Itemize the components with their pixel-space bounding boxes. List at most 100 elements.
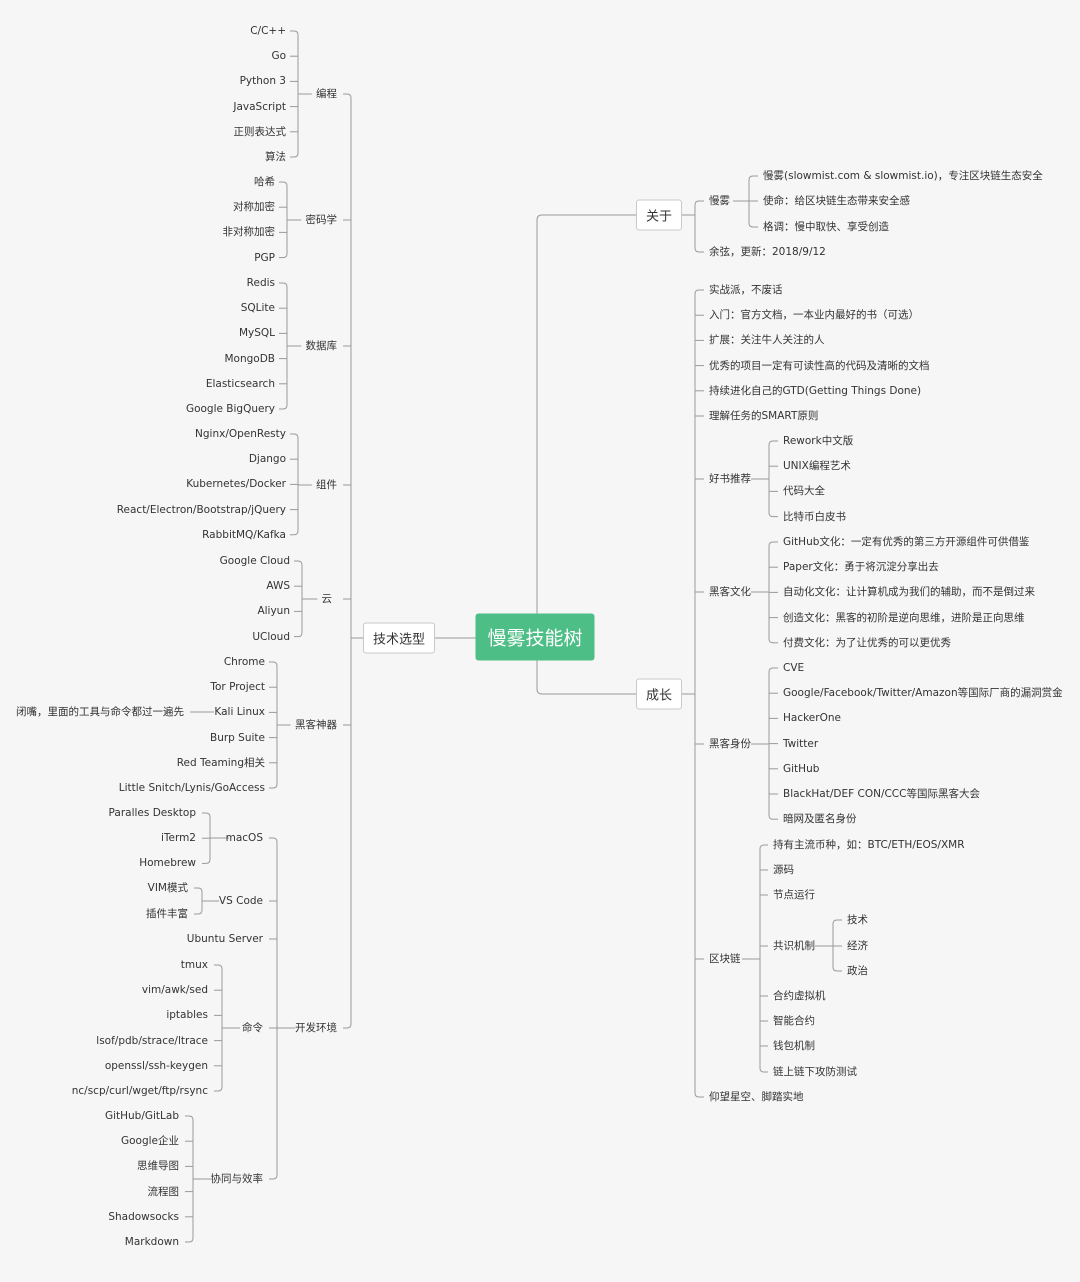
leaf-node[interactable]: Burp Suite <box>210 731 265 744</box>
leaf-node[interactable]: UNIX编程艺术 <box>783 460 851 473</box>
leaf-node[interactable]: 技术 <box>847 914 868 926</box>
leaf-node[interactable]: 合约虚拟机 <box>773 990 826 1002</box>
leaf-node[interactable]: Kali Linux <box>214 706 265 719</box>
leaf-node[interactable]: 钱包机制 <box>773 1040 815 1052</box>
leaf-node[interactable]: Red Teaming相关 <box>176 756 265 769</box>
subgroup-label[interactable]: 区块链 <box>709 953 741 965</box>
leaf-node[interactable]: Paralles Desktop <box>108 807 196 819</box>
leaf-node[interactable]: Tor Project <box>210 681 265 694</box>
root-node[interactable]: 慢雾技能树 <box>475 613 595 661</box>
leaf-node[interactable]: Ubuntu Server <box>186 933 263 945</box>
leaf-node[interactable]: RabbitMQ/Kafka <box>202 528 286 541</box>
leaf-node[interactable]: 经济 <box>847 940 868 952</box>
leaf-node[interactable]: HackerOne <box>783 712 841 725</box>
leaf-node[interactable]: Little Snitch/Lynis/GoAccess <box>118 782 265 794</box>
leaf-node[interactable]: Elasticsearch <box>205 377 275 390</box>
leaf-node[interactable]: MongoDB <box>224 352 275 365</box>
leaf-node[interactable]: 流程图 <box>147 1185 180 1198</box>
leaf-node[interactable]: SQLite <box>240 302 275 315</box>
branch-growth[interactable]: 成长 <box>635 678 683 710</box>
leaf-node[interactable]: 付费文化：为了让优秀的可以更优秀 <box>783 636 951 649</box>
leaf-node[interactable]: Rework中文版 <box>783 435 854 447</box>
leaf-node[interactable]: Aliyun <box>257 605 290 618</box>
leaf-node[interactable]: GitHub文化：一定有优秀的第三方开源组件可供借鉴 <box>783 536 1030 548</box>
leaf-node[interactable]: 自动化文化：让计算机成为我们的辅助，而不是倒过来 <box>783 586 1035 599</box>
group-label[interactable]: 开发环境 <box>295 1022 337 1034</box>
leaf-node[interactable]: JavaScript <box>233 100 286 113</box>
leaf-node[interactable]: 使命：给区块链生态带来安全感 <box>763 195 910 207</box>
leaf-node[interactable]: 格调：慢中取快、享受创造 <box>763 221 889 233</box>
leaf-node[interactable]: 政治 <box>847 965 868 977</box>
leaf-node[interactable]: lsof/pdb/strace/ltrace <box>96 1034 208 1047</box>
leaf-node[interactable]: UCloud <box>252 630 290 643</box>
leaf-node[interactable]: 思维导图 <box>137 1160 179 1173</box>
leaf-node[interactable]: MySQL <box>238 327 275 340</box>
subgroup-label[interactable]: 共识机制 <box>773 940 815 952</box>
subgroup-label[interactable]: macOS <box>225 832 263 844</box>
leaf-node[interactable]: PGP <box>254 251 275 264</box>
leaf-node[interactable]: Twitter <box>783 737 819 750</box>
leaf-node[interactable]: Kubernetes/Docker <box>186 478 286 491</box>
leaf-node[interactable]: iTerm2 <box>160 832 196 845</box>
leaf-node[interactable]: 比特币白皮书 <box>783 510 846 523</box>
leaf-node[interactable]: GitHub/GitLab <box>104 1110 179 1122</box>
leaf-node[interactable]: Google/Facebook/Twitter/Amazon等国际厂商的漏洞赏金 <box>783 687 1063 700</box>
subgroup-label[interactable]: VS Code <box>218 895 263 907</box>
subgroup-label[interactable]: 协同与效率 <box>210 1173 264 1185</box>
leaf-node[interactable]: AWS <box>266 580 290 593</box>
leaf-node[interactable]: tmux <box>180 959 208 971</box>
leaf-node[interactable]: VIM模式 <box>147 882 188 894</box>
group-label[interactable]: 编程 <box>316 88 337 100</box>
leaf-node[interactable]: 插件丰富 <box>146 908 188 920</box>
subgroup-label[interactable]: 命令 <box>242 1022 263 1034</box>
leaf-node[interactable]: 对称加密 <box>233 201 275 214</box>
leaf-node[interactable]: 持续进化自己的GTD(Getting Things Done) <box>709 384 922 397</box>
leaf-node[interactable]: Markdown <box>124 1236 179 1248</box>
leaf-node[interactable]: 智能合约 <box>773 1015 815 1027</box>
branch-tech-selection[interactable]: 技术选型 <box>362 622 436 654</box>
leaf-node[interactable]: 持有主流币种，如：BTC/ETH/EOS/XMR <box>773 839 965 851</box>
leaf-node[interactable]: BlackHat/DEF CON/CCC等国际黑客大会 <box>783 788 980 800</box>
leaf-node[interactable]: Paper文化：勇于将沉淀分享出去 <box>783 561 939 574</box>
leaf-node[interactable]: Redis <box>246 277 275 289</box>
leaf-node[interactable]: 理解任务的SMART原则 <box>709 410 819 422</box>
subgroup-label[interactable]: 好书推荐 <box>709 473 751 485</box>
leaf-node[interactable]: CVE <box>783 662 805 674</box>
group-label[interactable]: 云 <box>321 593 333 605</box>
leaf-node[interactable]: 代码大全 <box>783 485 825 498</box>
leaf-node[interactable]: Google企业 <box>120 1135 179 1148</box>
leaf-node[interactable]: 扩展：关注牛人关注的人 <box>709 334 825 347</box>
subgroup-label[interactable]: 慢雾 <box>709 195 730 207</box>
leaf-node[interactable]: Shadowsocks <box>108 1210 179 1223</box>
subgroup-label[interactable]: 黑客文化 <box>709 586 751 598</box>
group-label[interactable]: 组件 <box>316 479 337 491</box>
leaf-node[interactable]: C/C++ <box>250 25 286 37</box>
branch-about[interactable]: 关于 <box>635 199 683 231</box>
leaf-node[interactable]: 哈希 <box>254 176 275 188</box>
leaf-node[interactable]: GitHub <box>783 762 820 775</box>
leaf-node[interactable]: Nginx/OpenResty <box>195 428 286 440</box>
kali-note[interactable]: 闭嘴，里面的工具与命令都过一遍先 <box>16 706 184 718</box>
leaf-node[interactable]: Chrome <box>223 656 265 668</box>
leaf-node[interactable]: 余弦，更新：2018/9/12 <box>709 246 826 258</box>
leaf-node[interactable]: 源码 <box>773 864 794 876</box>
leaf-node[interactable]: 节点运行 <box>773 889 815 901</box>
leaf-node[interactable]: openssl/ssh-keygen <box>104 1059 208 1072</box>
leaf-node[interactable]: 非对称加密 <box>222 226 276 239</box>
leaf-node[interactable]: nc/scp/curl/wget/ftp/rsync <box>71 1085 208 1097</box>
leaf-node[interactable]: 暗网及匿名身份 <box>783 813 857 826</box>
leaf-node[interactable]: 入门：官方文档，一本业内最好的书（可选） <box>709 309 919 322</box>
leaf-node[interactable]: 正则表达式 <box>233 125 287 138</box>
group-label[interactable]: 密码学 <box>305 214 338 226</box>
leaf-node[interactable]: 实战派，不废话 <box>709 284 783 296</box>
leaf-node[interactable]: 慢雾(slowmist.com & slowmist.io)，专注区块链生态安全 <box>763 170 1043 182</box>
leaf-node[interactable]: 仰望星空、脚踏实地 <box>709 1091 804 1103</box>
leaf-node[interactable]: Django <box>248 453 286 466</box>
leaf-node[interactable]: Homebrew <box>139 857 196 870</box>
leaf-node[interactable]: 链上链下攻防测试 <box>773 1066 857 1078</box>
leaf-node[interactable]: React/Electron/Bootstrap/jQuery <box>116 503 286 516</box>
subgroup-label[interactable]: 黑客身份 <box>709 738 751 750</box>
leaf-node[interactable]: 优秀的项目一定有可读性高的代码及清晰的文档 <box>709 359 930 372</box>
leaf-node[interactable]: Google BigQuery <box>185 403 275 415</box>
group-label[interactable]: 数据库 <box>305 340 338 352</box>
